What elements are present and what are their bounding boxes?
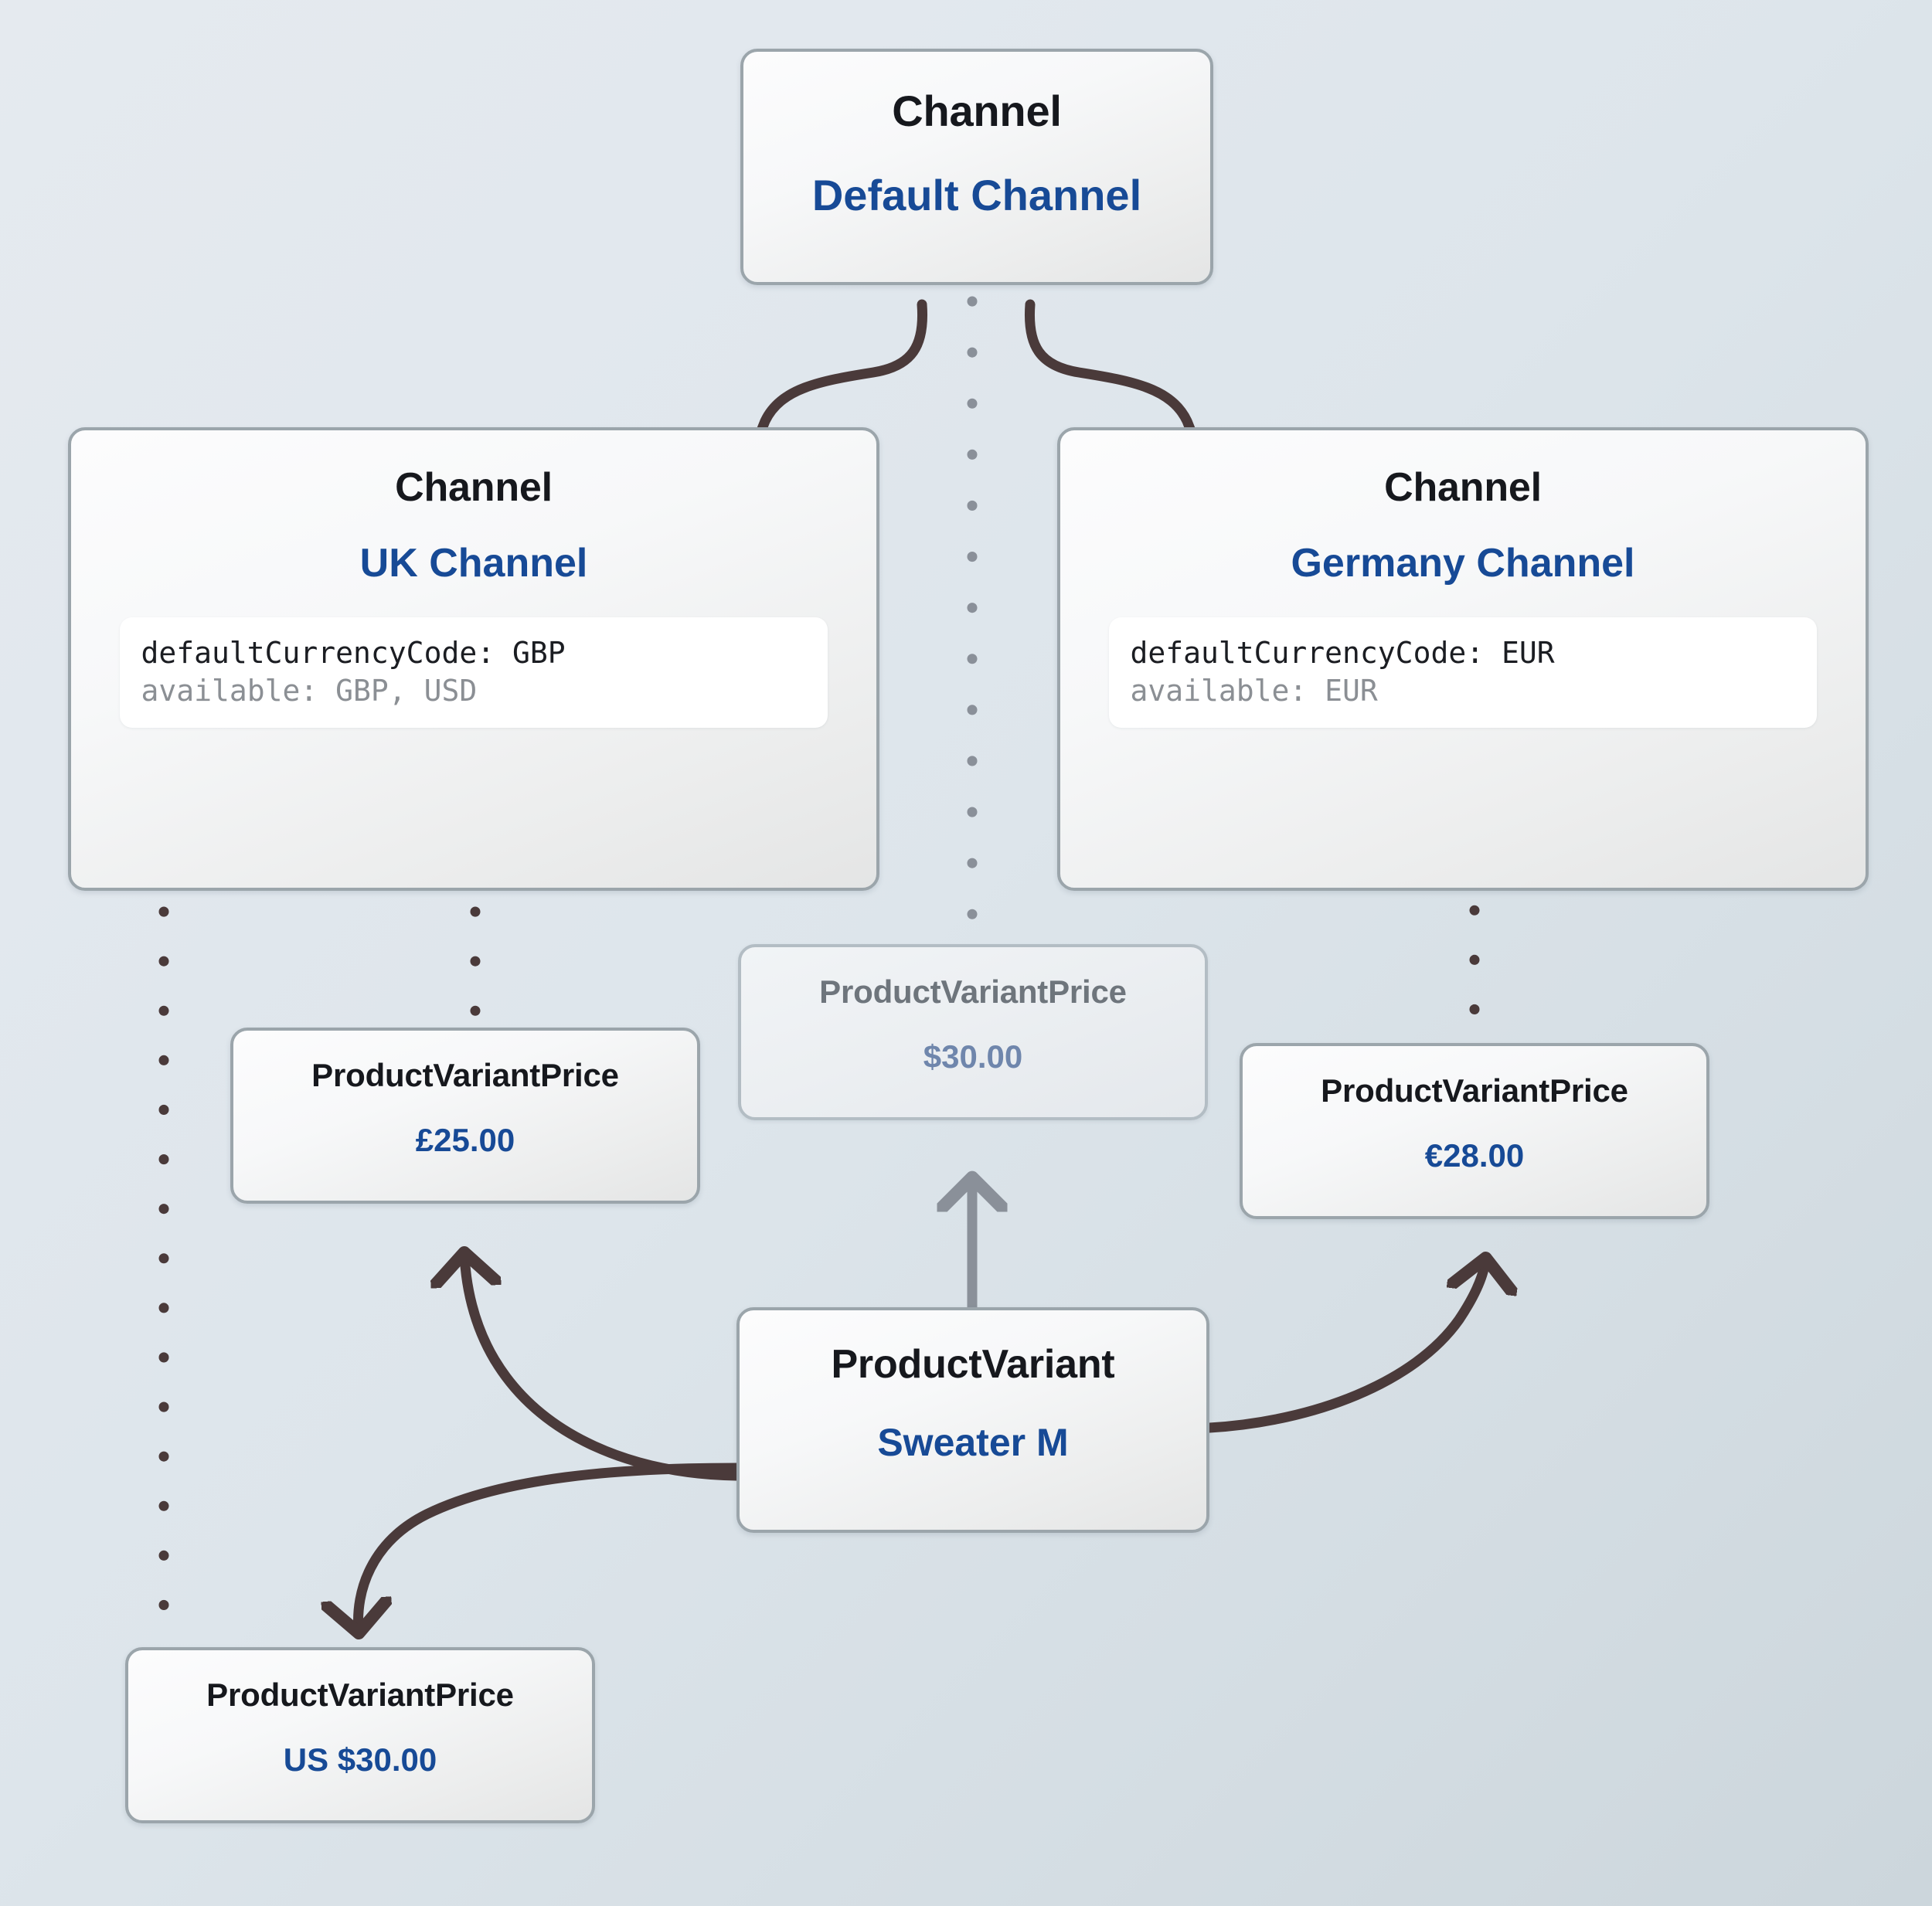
uk-default-currency-code: defaultCurrencyCode: GBP [141, 636, 566, 670]
node-uk-channel[interactable]: Channel UK Channel defaultCurrencyCode: … [68, 427, 879, 891]
node-price-eur-value: €28.00 [1424, 1137, 1525, 1174]
node-price-gbp-type: ProductVariantPrice [311, 1057, 619, 1093]
node-price-usd[interactable]: ProductVariantPrice US $30.00 [125, 1647, 595, 1823]
node-germany-channel-value: Germany Channel [1291, 541, 1635, 586]
uk-available-currencies: available: GBP, USD [141, 673, 478, 708]
node-price-usd-type: ProductVariantPrice [206, 1677, 514, 1713]
node-default-channel[interactable]: Channel Default Channel [740, 49, 1213, 285]
node-price-usd-ghost-type: ProductVariantPrice [819, 973, 1127, 1010]
node-product-variant[interactable]: ProductVariant Sweater M [736, 1307, 1209, 1533]
germany-channel-fields: defaultCurrencyCode: EUR available: EUR [1108, 617, 1818, 729]
node-price-usd-value: US $30.00 [283, 1741, 437, 1778]
edge-variant-to-price-gbp [464, 1255, 742, 1481]
uk-channel-fields: defaultCurrencyCode: GBP available: GBP,… [119, 617, 828, 729]
node-uk-channel-value: UK Channel [359, 541, 588, 586]
edge-variant-to-price-eur [1204, 1261, 1485, 1433]
node-uk-channel-type: Channel [395, 465, 553, 510]
node-product-variant-value: Sweater M [877, 1421, 1069, 1464]
node-product-variant-type: ProductVariant [831, 1342, 1115, 1387]
node-price-usd-ghost-value: $30.00 [923, 1038, 1023, 1075]
germany-default-currency-code: defaultCurrencyCode: EUR [1130, 636, 1555, 670]
node-price-usd-ghost[interactable]: ProductVariantPrice $30.00 [738, 944, 1208, 1120]
node-germany-channel-type: Channel [1384, 465, 1542, 510]
node-price-gbp-value: £25.00 [415, 1122, 515, 1158]
germany-available-currencies: available: EUR [1130, 673, 1378, 708]
node-germany-channel[interactable]: Channel Germany Channel defaultCurrencyC… [1057, 427, 1869, 891]
node-price-eur[interactable]: ProductVariantPrice €28.00 [1240, 1043, 1709, 1219]
node-default-channel-value: Default Channel [811, 171, 1142, 219]
node-default-channel-type: Channel [892, 87, 1062, 135]
node-price-eur-type: ProductVariantPrice [1321, 1072, 1628, 1109]
edge-variant-to-price-usd [359, 1463, 742, 1630]
node-price-gbp[interactable]: ProductVariantPrice £25.00 [230, 1028, 700, 1204]
